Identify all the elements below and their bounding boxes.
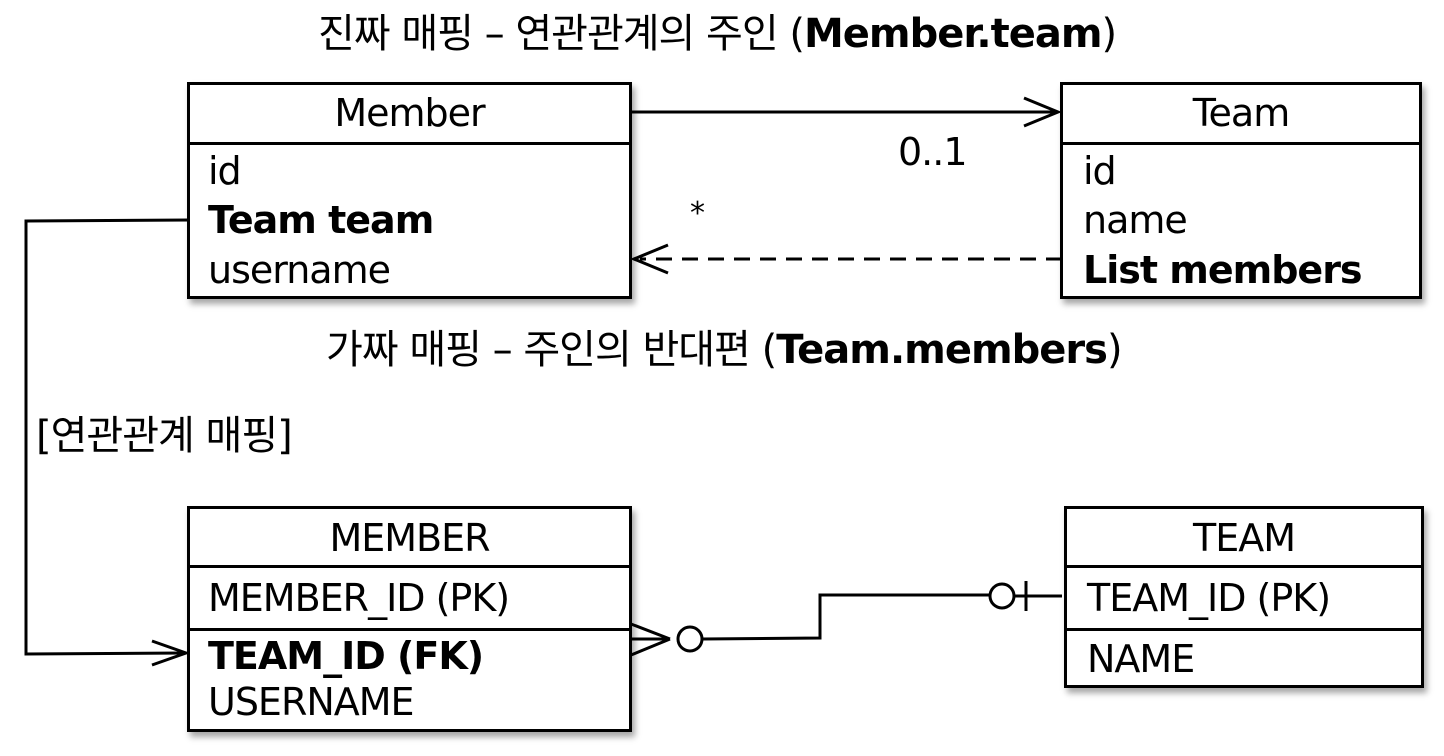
- inverse-caption-suffix: ): [1106, 327, 1123, 373]
- member-table-name: MEMBER: [190, 509, 629, 568]
- team-zero-circle: [988, 582, 1016, 610]
- member-to-team-arrowhead: [1023, 96, 1062, 128]
- member-zero-circle: [676, 625, 704, 653]
- team-table-name: TEAM: [1067, 509, 1421, 568]
- er-relationship-line: [701, 593, 990, 641]
- team-class-name: Team: [1063, 85, 1419, 145]
- member-table-username: USERNAME: [208, 680, 415, 724]
- mapping-elbow-line: [24, 218, 191, 656]
- member-field-team: Team team: [208, 198, 434, 242]
- member-table-pk: MEMBER_ID (PK): [208, 576, 510, 620]
- member-field-id: id: [208, 149, 242, 193]
- owner-caption-prefix: 진짜 매핑 – 연관관계의 주인 (: [318, 11, 805, 57]
- team-table-name-column: NAME: [1067, 628, 1421, 685]
- team-class-box: Team id name List members: [1060, 82, 1422, 299]
- multiplicity-zero-to-one: 0..1: [898, 130, 968, 174]
- multiplicity-many: *: [690, 196, 705, 231]
- team-field-id: id: [1083, 149, 1117, 193]
- owner-caption-bold: Member.team: [803, 11, 1103, 57]
- inverse-caption-prefix: 가짜 매핑 – 주인의 반대편 (: [326, 327, 777, 373]
- team-field-members: List members: [1083, 248, 1363, 292]
- team-to-member-arrowhead: [630, 243, 669, 275]
- owner-caption: 진짜 매핑 – 연관관계의 주인 (Member.team): [318, 10, 1118, 58]
- member-field-username: username: [208, 248, 391, 292]
- member-table-fk: TEAM_ID (FK): [190, 628, 629, 678]
- team-table-pk: TEAM_ID (PK): [1087, 576, 1331, 620]
- member-table-box: MEMBER MEMBER_ID (PK) TEAM_ID (FK) USERN…: [187, 506, 632, 732]
- owner-caption-suffix: ): [1101, 11, 1118, 57]
- team-table-box: TEAM TEAM_ID (PK) NAME: [1064, 506, 1424, 688]
- team-field-name: name: [1083, 198, 1188, 242]
- mapping-arrowhead: [151, 639, 191, 667]
- inverse-caption: 가짜 매핑 – 주인의 반대편 (Team.members): [326, 326, 1123, 374]
- member-class-box: Member id Team team username: [187, 82, 632, 299]
- member-class-name: Member: [190, 85, 629, 145]
- crows-foot-top: [630, 622, 671, 641]
- crows-foot-bottom: [630, 637, 671, 657]
- inverse-caption-bold: Team.members: [776, 327, 1108, 373]
- mapping-label: [연관관계 매핑]: [36, 413, 293, 459]
